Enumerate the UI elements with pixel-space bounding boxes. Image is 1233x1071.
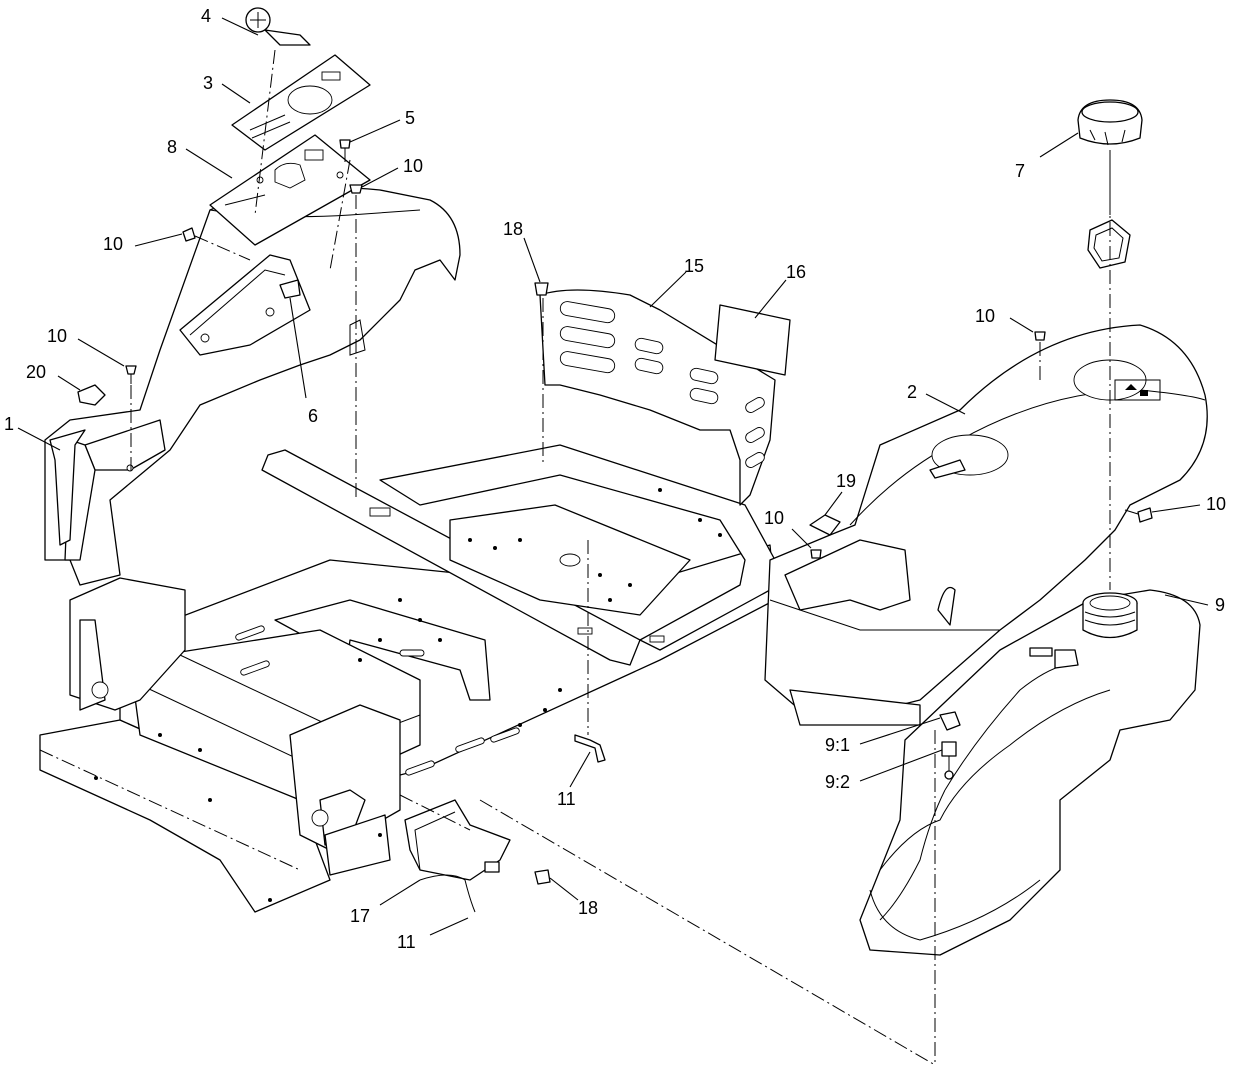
- bracket-part-17: [404, 799, 511, 881]
- callout-5: 5: [405, 108, 415, 128]
- callout-7: 7: [1015, 161, 1025, 181]
- callout-10-f: 10: [1206, 494, 1226, 514]
- callout-18-a: 18: [503, 219, 523, 239]
- control-knob-part-4: [245, 7, 311, 46]
- callout-2: 2: [907, 382, 917, 402]
- callout-labels: 4 3 5 8 10 10 10 20 1 6 18 15 16 7 10 2 …: [4, 6, 1226, 952]
- callout-11-b: 11: [397, 932, 416, 952]
- callout-17: 17: [350, 906, 370, 926]
- callout-9: 9: [1215, 595, 1225, 615]
- fuel-tank-part-9: [859, 589, 1201, 956]
- dash-decal-part-3: [231, 54, 371, 151]
- callout-20: 20: [26, 362, 46, 382]
- fuel-cap-gasket: [1087, 219, 1131, 269]
- callout-6: 6: [308, 406, 318, 426]
- callout-1: 1: [4, 414, 14, 434]
- callout-16: 16: [786, 262, 806, 282]
- callout-9-2: 9:2: [825, 772, 850, 792]
- wire-harness-clip-part-11: [419, 734, 606, 913]
- console-panel-part-8: [209, 134, 371, 246]
- callout-leaders: [17, 17, 1209, 936]
- callout-18-b: 18: [578, 898, 598, 918]
- callout-19: 19: [836, 471, 856, 491]
- seat-plate-part-15: [539, 289, 776, 506]
- callout-10-d: 10: [975, 306, 995, 326]
- assembly-centerlines: [130, 49, 1111, 1066]
- callout-10-b: 10: [103, 234, 123, 254]
- hardware-screws: [77, 139, 1153, 885]
- callout-10-a: 10: [403, 156, 423, 176]
- chassis-frame: [39, 444, 776, 913]
- callout-10-e: 10: [764, 508, 784, 528]
- callout-15: 15: [684, 256, 704, 276]
- callout-9-1: 9:1: [825, 735, 850, 755]
- callout-10-c: 10: [47, 326, 67, 346]
- callout-3: 3: [203, 73, 213, 93]
- callout-11-a: 11: [557, 789, 576, 809]
- decal-part-16: [714, 304, 791, 376]
- callout-4: 4: [201, 6, 211, 26]
- callout-8: 8: [167, 137, 177, 157]
